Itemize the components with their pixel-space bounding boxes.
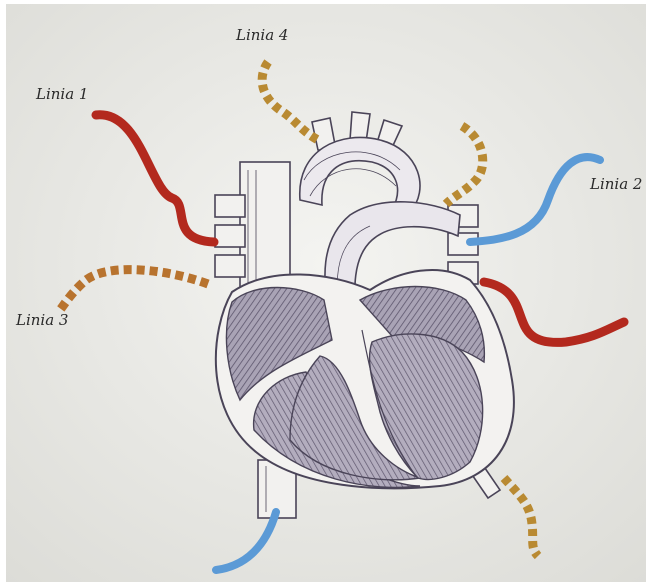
label-linia-1: Linia 1 (35, 85, 88, 103)
heart-body (216, 270, 514, 488)
label-linia-3: Linia 3 (15, 311, 68, 329)
label-linia-2: Linia 2 (589, 175, 642, 193)
label-linia-4: Linia 4 (235, 26, 288, 44)
